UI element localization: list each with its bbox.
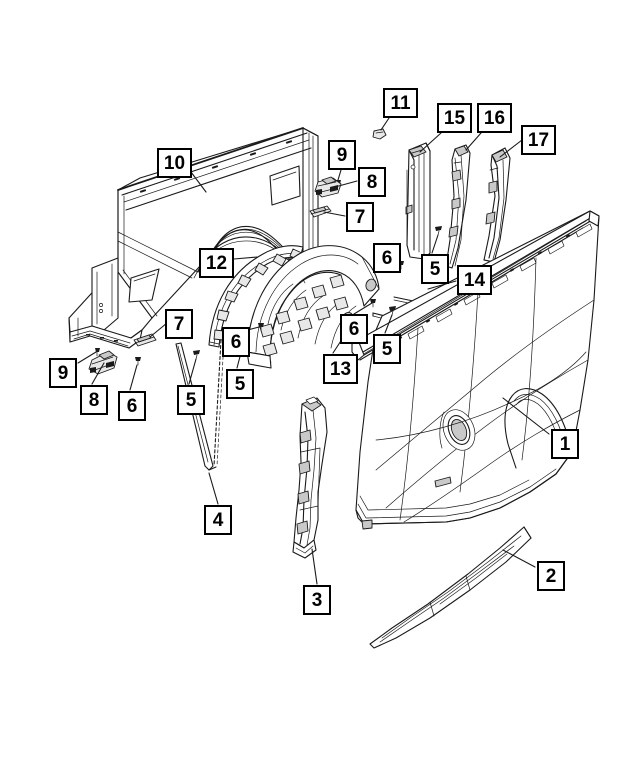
callout-6-a[interactable]: 6	[118, 391, 146, 421]
callout-7-a[interactable]: 7	[165, 309, 193, 339]
callout-5-d[interactable]: 5	[421, 254, 449, 284]
part-11-small-wedge-plug	[372, 128, 387, 140]
screw-b	[258, 323, 264, 332]
callout-6-b[interactable]: 6	[222, 327, 250, 357]
callout-12[interactable]: 12	[199, 248, 234, 278]
callout-10[interactable]: 10	[157, 148, 192, 178]
callout-5-a[interactable]: 5	[177, 385, 205, 415]
callout-8-a[interactable]: 8	[80, 385, 108, 415]
part-17-front-pillar-reinforcement	[483, 147, 511, 263]
part-6-screw-fasteners	[135, 261, 404, 366]
callout-2[interactable]: 2	[537, 561, 565, 591]
callout-15[interactable]: 15	[437, 103, 472, 133]
screw-a	[135, 357, 141, 366]
callout-9-b[interactable]: 9	[328, 140, 356, 170]
part-1-quarter-panel-outer	[351, 210, 600, 530]
callout-14[interactable]: 14	[457, 265, 492, 295]
callout-17[interactable]: 17	[521, 125, 556, 155]
part-9-rivet-lower	[95, 348, 100, 357]
part-2-bedside-molding	[369, 526, 532, 649]
part-3-inner-wheelhouse-brace	[292, 396, 328, 559]
callout-11[interactable]: 11	[383, 88, 418, 118]
callout-7-b[interactable]: 7	[346, 202, 374, 232]
pin-a	[193, 350, 200, 360]
pin-d	[435, 226, 442, 236]
callout-6-c[interactable]: 6	[340, 314, 368, 344]
callout-1[interactable]: 1	[551, 429, 579, 459]
part-13-wheelhouse-liner	[246, 245, 380, 369]
callout-9-a[interactable]: 9	[49, 358, 77, 388]
callout-3[interactable]: 3	[303, 585, 331, 615]
callout-16[interactable]: 16	[477, 103, 512, 133]
callout-8-b[interactable]: 8	[358, 167, 386, 197]
screw-c	[370, 299, 376, 308]
callout-13[interactable]: 13	[323, 354, 358, 384]
callout-4[interactable]: 4	[204, 505, 232, 535]
part-7-rect-clip-upper	[309, 205, 332, 218]
part-16-mid-pillar-reinforcement	[445, 144, 471, 269]
callout-5-b[interactable]: 5	[226, 369, 254, 399]
pin-c	[389, 306, 396, 316]
callout-6-d[interactable]: 6	[373, 243, 401, 273]
part-8-bracket-clip-lower	[88, 350, 118, 375]
callout-5-c[interactable]: 5	[373, 334, 401, 364]
part-15-rear-pillar-reinforcement	[405, 142, 431, 260]
part-8-bracket-clip-upper	[314, 176, 342, 198]
